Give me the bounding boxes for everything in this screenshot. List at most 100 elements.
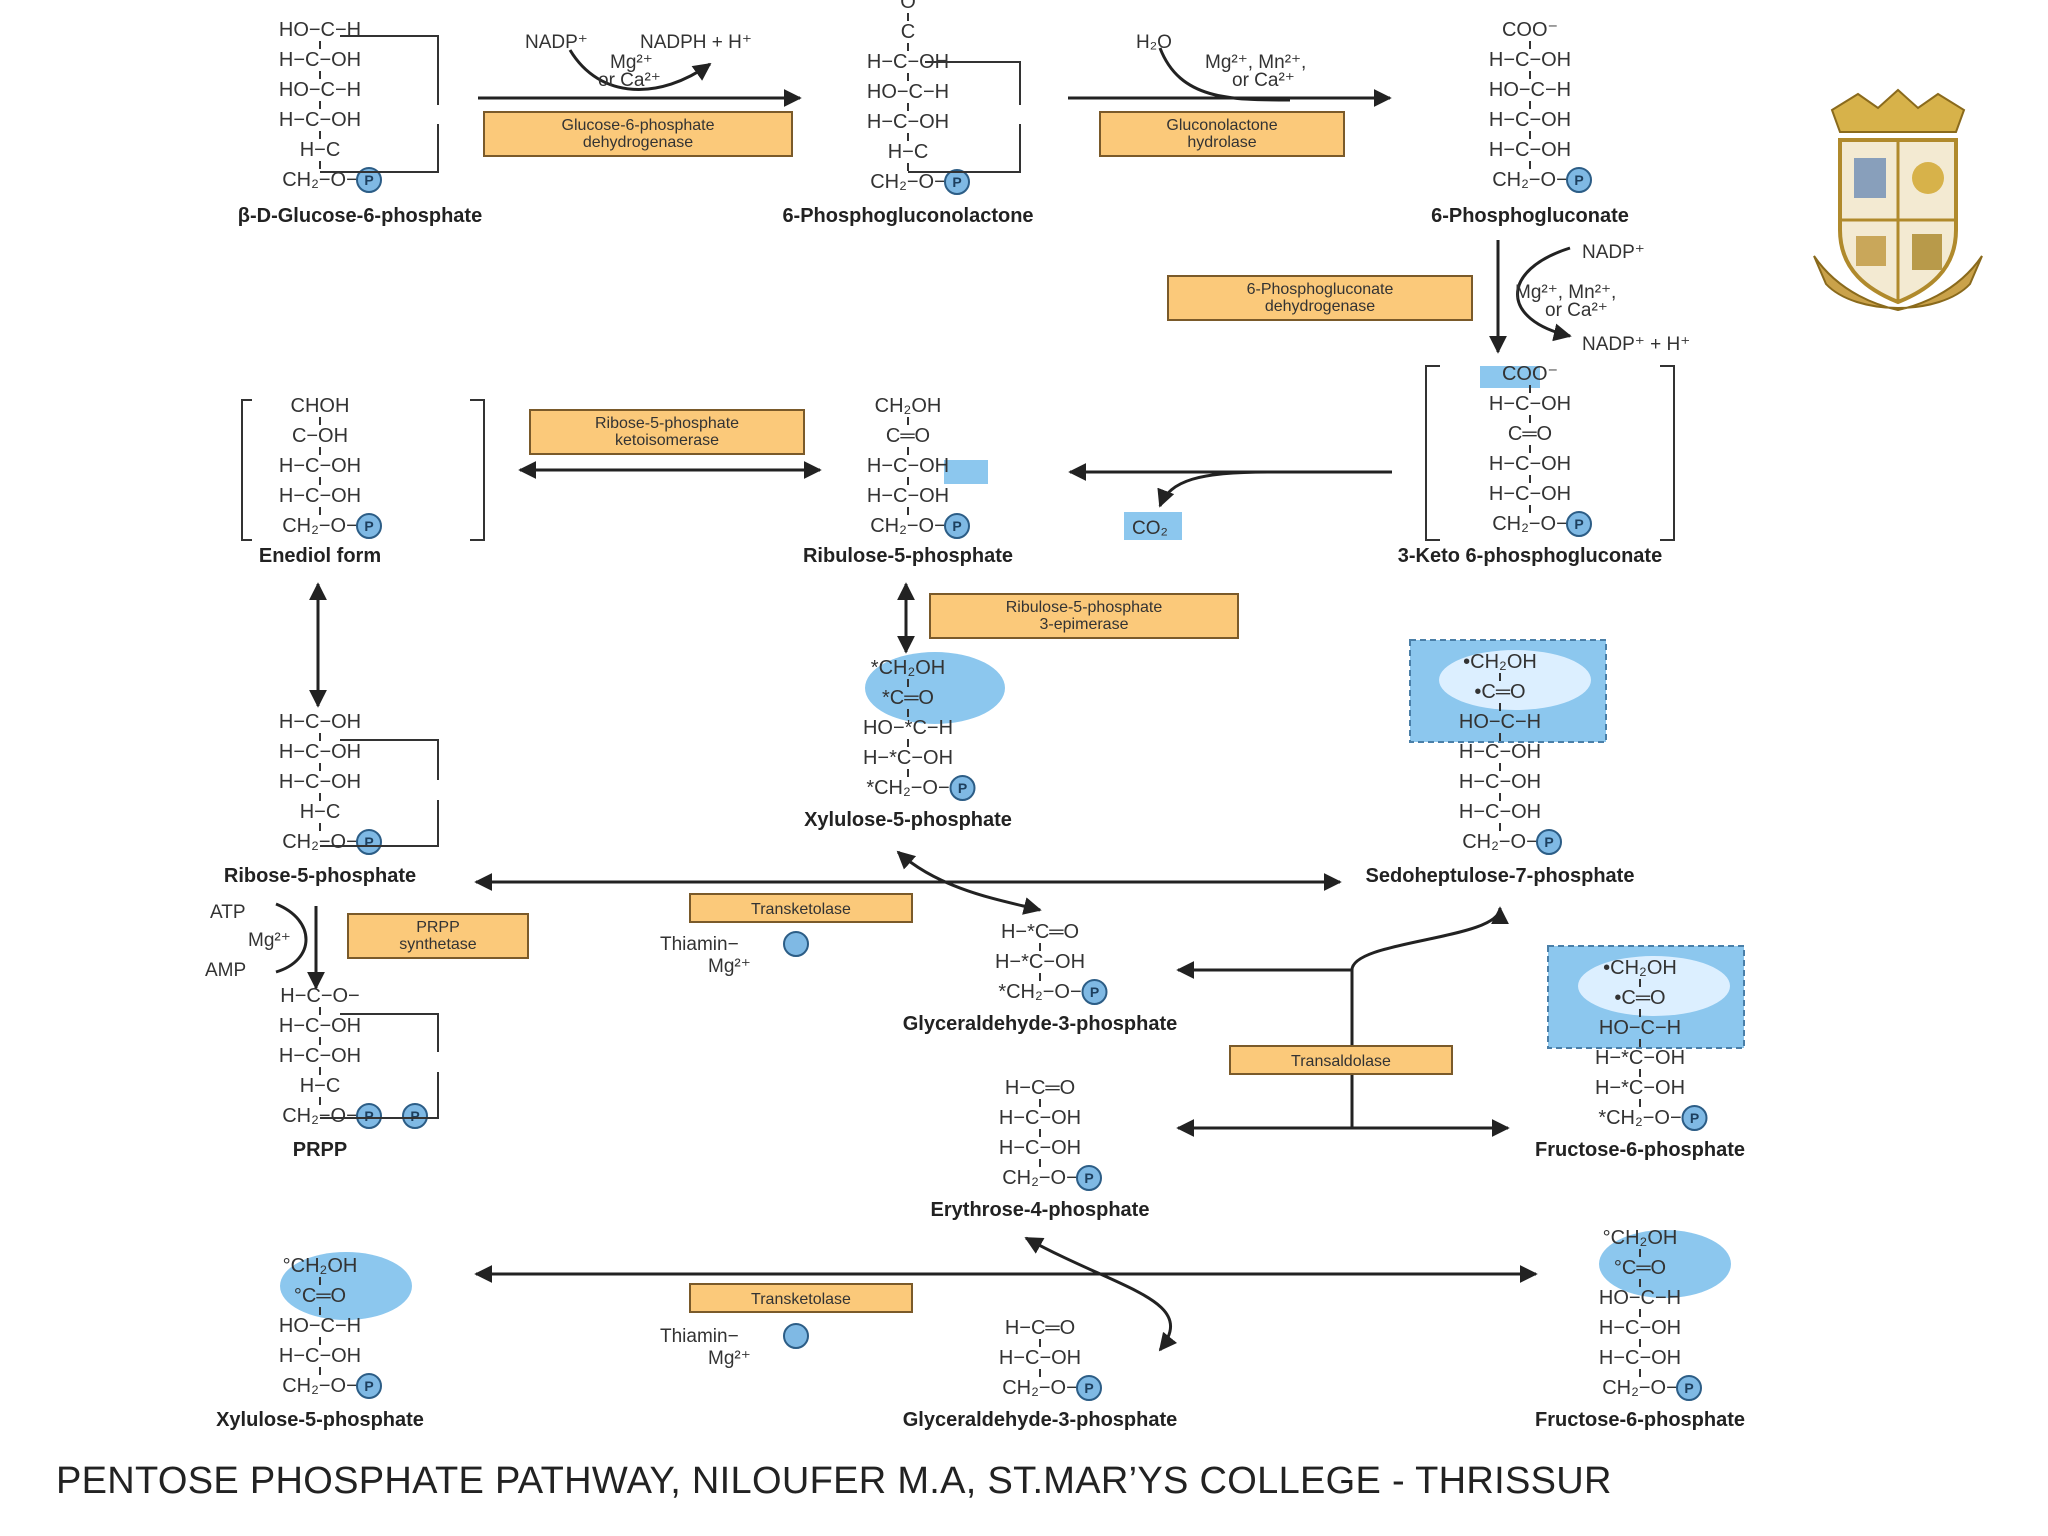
highlight-f6p-oval [1578,956,1730,1016]
structure-line: CHOH [291,395,350,417]
phosphate-label: P [1574,516,1583,532]
phosphate-icon [944,513,970,539]
structure-line: H−C−OH [1489,49,1571,71]
structure-line: H−C−OH [279,455,361,477]
compound-f6p2: °CH₂OH°C═OHO−C−HH−C−OHH−C−OHCH₂−O−PFruct… [1535,1227,1745,1431]
structure-line: H−C−OH [999,1137,1081,1159]
phosphate-icon [1076,1375,1102,1401]
cofactor-co2: CO₂ [1132,518,1168,539]
phosphate-label: P [364,172,373,188]
structure-line: °C═O [1614,1257,1666,1279]
enzyme-label: synthetase [399,936,476,953]
compound-s7p: •CH₂OH•C═OHO−C−HH−C−OHH−C−OHH−C−OHCH₂−O−… [1366,651,1635,887]
structure-line: CH₂−O− [282,515,358,537]
structure-line: CH₂−O− [1492,169,1568,191]
phosphate-icon [1676,1375,1702,1401]
phosphate-icon [949,775,976,801]
structure-line: °CH₂OH [1603,1227,1678,1249]
compound-ru5p: CH₂OHC═OH−C−OHH−C−OHCH₂−O−PRibulose-5-ph… [803,395,1013,567]
structure-line: •CH₂OH [1603,957,1677,979]
phosphate-icon [1076,1165,1102,1191]
structure-line: H−C−OH [279,109,361,131]
enzyme-box [483,111,793,157]
structure-line: *CH₂OH [871,657,945,679]
phosphate-label: P [952,518,961,534]
cofactor-mg-tk2: Mg²⁺ [708,1348,751,1369]
cofactor-metals-1a: Mg²⁺ [610,52,653,73]
phosphate-label: P [364,1378,373,1394]
college-crest-icon [1813,88,1983,312]
phosphate-icon [783,1323,809,1349]
cofactor-nadp-in-2: NADP⁺ [1582,242,1645,263]
structure-line: C═O [886,425,930,447]
enzyme-box [1167,275,1473,321]
compound-name: 6-Phosphogluconolactone [782,205,1033,227]
enzyme-tk2: Transketolase [689,1283,913,1313]
phosphate-icon [356,167,382,193]
structure-line: H−C═O [1005,1077,1075,1099]
phosphate-icon [356,829,382,855]
cofactor-metals-1b: or Ca²⁺ [598,70,661,91]
structure-line: H−C−OH [1599,1317,1681,1339]
phosphate-icon [1081,979,1108,1005]
structure-line: H−C−OH [1599,1347,1681,1369]
cofactor-nadph-out-1: NADPH + H⁺ [640,32,752,53]
compound-name: Fructose-6-phosphate [1535,1139,1745,1161]
enzyme-label: dehydrogenase [1265,298,1375,315]
phosphate-icon [1566,167,1592,193]
structure-line: H−C−OH [1489,393,1571,415]
structure-line: HO−C−H [279,79,361,101]
phosphate-label: P [410,1108,419,1124]
structure-line: H−C−OH [867,485,949,507]
footer-caption: PENTOSE PHOSPHATE PATHWAY, NILOUFER M.A,… [56,1460,1612,1502]
phosphate-icon [1536,829,1562,855]
ring-lines [241,35,1675,1119]
enzyme-label: hydrolase [1187,134,1256,151]
structure-line: H−C−OH [279,771,361,793]
structure-line: H−C−OH [867,455,949,477]
cofactor-atp: ATP [210,902,246,923]
phosphate-label: P [364,834,373,850]
compound-name: 6-Phosphogluconate [1431,205,1629,227]
structure-line: H−C−OH [1459,771,1541,793]
structure-line: CH₂−O− [870,515,946,537]
highlight-oh [944,460,988,484]
structure-line: H−C−OH [279,1345,361,1367]
structure-line: HO−C−H [867,81,949,103]
structure-line: •C═O [1474,681,1525,703]
structure-line: C [901,21,915,43]
structure-line: *CH₂−O− [998,981,1081,1003]
structure-line: H−C−OH [279,485,361,507]
cofactor-water: H₂O [1136,32,1172,53]
structure-line: H−C−OH [867,51,949,73]
structure-line: H−C−OH [1459,801,1541,823]
phosphate-label: P [1574,172,1583,188]
structure-line: H−C−O− [280,985,359,1007]
cofactor-tpp-1: Thiamin− [660,934,739,955]
compound-name: Xylulose-5-phosphate [804,809,1012,831]
structure-line: H−C−OH [279,1045,361,1067]
compound-e4p: H−C═OH−C−OHH−C−OHCH₂−O−PErythrose-4-phos… [931,1077,1150,1221]
phosphate-label: P [1690,1110,1699,1126]
compound-name: Glyceraldehyde-3-phosphate [903,1409,1178,1431]
structure-line: H−C−OH [1459,741,1541,763]
enzyme-label: ketoisomerase [615,432,719,449]
compound-name: β-D-Glucose-6-phosphate [238,205,482,227]
compound-r5p: H−C−OHH−C−OHH−C−OHH−CCH₂−O−PRibose-5-pho… [224,711,416,887]
structure-line: H−C−OH [999,1347,1081,1369]
enzyme-box [1229,1045,1453,1075]
phosphate-label: P [1084,1380,1093,1396]
compound-name: Glyceraldehyde-3-phosphate [903,1013,1178,1035]
structure-line: COO⁻ [1502,363,1558,385]
structure-line: *CH₂−O− [866,777,949,799]
highlight-coo [1480,366,1540,388]
structure-line: HO−C−H [1489,79,1571,101]
structure-line: H−C−OH [279,49,361,71]
phosphate-label: P [958,780,967,796]
cofactor-nadph-out-2: NADP⁺ + H⁺ [1582,334,1690,355]
